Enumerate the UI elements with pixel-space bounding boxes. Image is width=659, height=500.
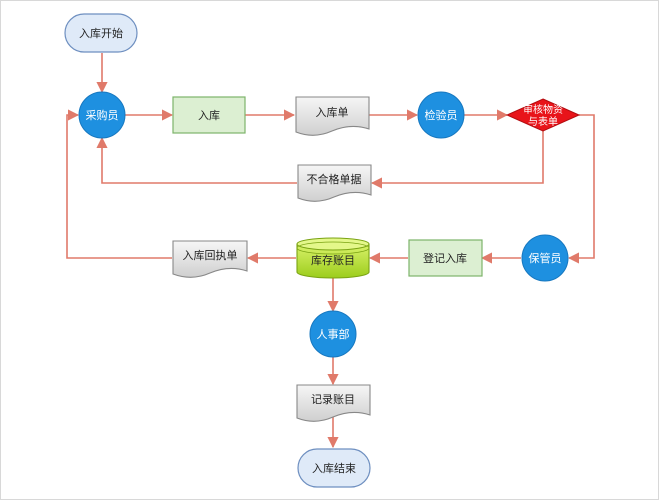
node-receipt-doc-label: 入库单 bbox=[316, 106, 349, 119]
node-inventory-db: 库存账目 bbox=[296, 237, 370, 279]
node-warehousing-label: 入库 bbox=[198, 109, 220, 122]
node-hr-label: 人事部 bbox=[317, 327, 350, 341]
node-end-label: 入库结束 bbox=[312, 462, 356, 475]
arrow-review-to-rejected bbox=[370, 128, 544, 189]
node-rejected-doc-label: 不合格单据 bbox=[307, 172, 362, 186]
node-register: 登记入库 bbox=[408, 239, 483, 277]
node-keeper: 保管员 bbox=[521, 234, 569, 282]
node-end: 入库结束 bbox=[297, 448, 371, 488]
arrow-return-to-buyer bbox=[66, 109, 172, 259]
node-start: 入库开始 bbox=[64, 13, 138, 53]
node-rejected-doc: 不合格单据 bbox=[297, 164, 372, 202]
node-record-label: 记录账目 bbox=[311, 393, 355, 406]
node-register-label: 登记入库 bbox=[423, 251, 467, 265]
arrow-rejected-to-buyer bbox=[96, 136, 297, 184]
node-review-label-line2: 与表单 bbox=[528, 115, 558, 128]
node-hr: 人事部 bbox=[309, 310, 357, 358]
node-warehousing: 入库 bbox=[172, 96, 246, 134]
node-start-label: 入库开始 bbox=[79, 26, 123, 40]
node-review-decision: 审核物资 与表单 bbox=[505, 98, 581, 132]
arrow-review-to-keeper bbox=[567, 114, 595, 264]
node-review-label-line1: 审核物资 bbox=[523, 103, 563, 116]
node-buyer-label: 采购员 bbox=[86, 108, 119, 122]
node-receipt-doc: 入库单 bbox=[295, 96, 370, 136]
connectors bbox=[66, 53, 595, 449]
node-return-receipt-label: 入库回执单 bbox=[183, 248, 238, 262]
node-return-receipt: 入库回执单 bbox=[172, 240, 248, 278]
node-inspector: 检验员 bbox=[417, 91, 465, 139]
node-inventory-label: 库存账目 bbox=[311, 253, 355, 267]
node-keeper-label: 保管员 bbox=[529, 251, 562, 265]
node-record-doc: 记录账目 bbox=[296, 384, 371, 422]
node-buyer: 采购员 bbox=[78, 91, 126, 139]
node-inspector-label: 检验员 bbox=[425, 108, 458, 122]
